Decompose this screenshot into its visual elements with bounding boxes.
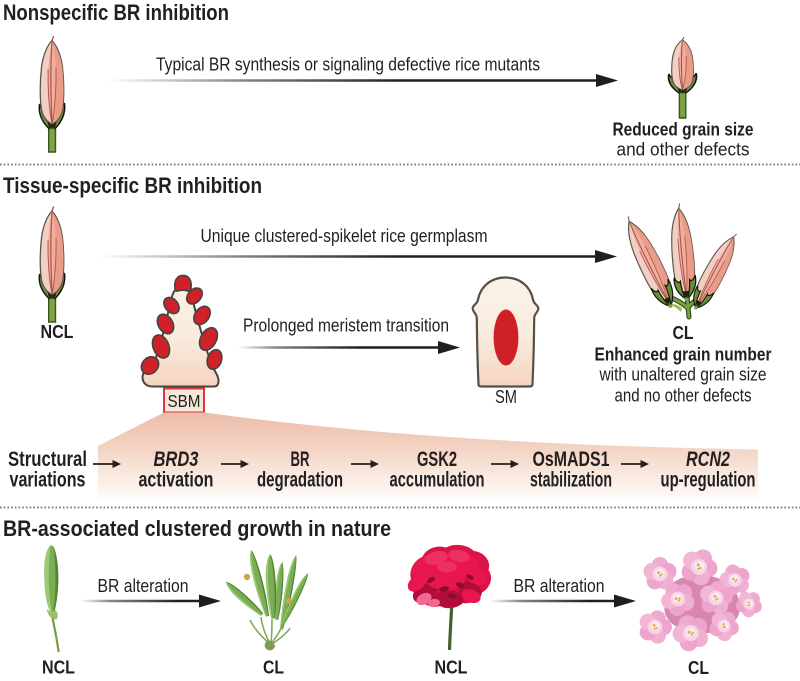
svg-text:Enhanced grain number: Enhanced grain number [595, 344, 772, 365]
svg-text:CL: CL [263, 658, 284, 678]
svg-text:BR alteration: BR alteration [98, 575, 189, 596]
svg-text:NCL: NCL [41, 322, 74, 342]
svg-text:RCN2: RCN2 [686, 447, 730, 471]
svg-text:up-regulation: up-regulation [661, 468, 756, 492]
svg-text:SBM: SBM [168, 391, 201, 411]
svg-text:Nonspecific BR inhibition: Nonspecific BR inhibition [3, 0, 229, 25]
svg-text:and other defects: and other defects [617, 140, 750, 160]
svg-text:degradation: degradation [257, 468, 343, 492]
svg-text:GSK2: GSK2 [417, 447, 457, 471]
svg-text:variations: variations [10, 468, 86, 492]
svg-text:CL: CL [688, 658, 709, 678]
svg-text:BR alteration: BR alteration [514, 575, 605, 596]
svg-text:SM: SM [495, 387, 517, 407]
svg-text:BR-associated clustered growth: BR-associated clustered growth in nature [3, 516, 391, 541]
svg-text:Typical BR synthesis or signal: Typical BR synthesis or signaling defect… [156, 54, 540, 75]
svg-text:stabilization: stabilization [530, 468, 612, 492]
svg-text:NCL: NCL [42, 658, 75, 678]
svg-text:Reduced grain size: Reduced grain size [613, 120, 754, 140]
svg-text:BR: BR [291, 447, 310, 471]
svg-text:activation: activation [139, 468, 214, 492]
svg-text:OsMADS1: OsMADS1 [533, 447, 610, 471]
svg-text:CL: CL [673, 323, 694, 343]
svg-text:Tissue-specific BR inhibition: Tissue-specific BR inhibition [3, 173, 262, 198]
svg-text:NCL: NCL [435, 658, 468, 678]
svg-text:BRD3: BRD3 [154, 447, 199, 471]
svg-text:Structural: Structural [8, 447, 87, 471]
svg-text:with unaltered grain size: with unaltered grain size [599, 364, 767, 385]
svg-text:and no other defects: and no other defects [615, 385, 752, 406]
svg-text:Prolonged meristem transition: Prolonged meristem transition [243, 315, 449, 336]
svg-text:Unique clustered-spikelet rice: Unique clustered-spikelet rice germplasm [201, 225, 488, 246]
svg-text:accumulation: accumulation [390, 468, 485, 492]
